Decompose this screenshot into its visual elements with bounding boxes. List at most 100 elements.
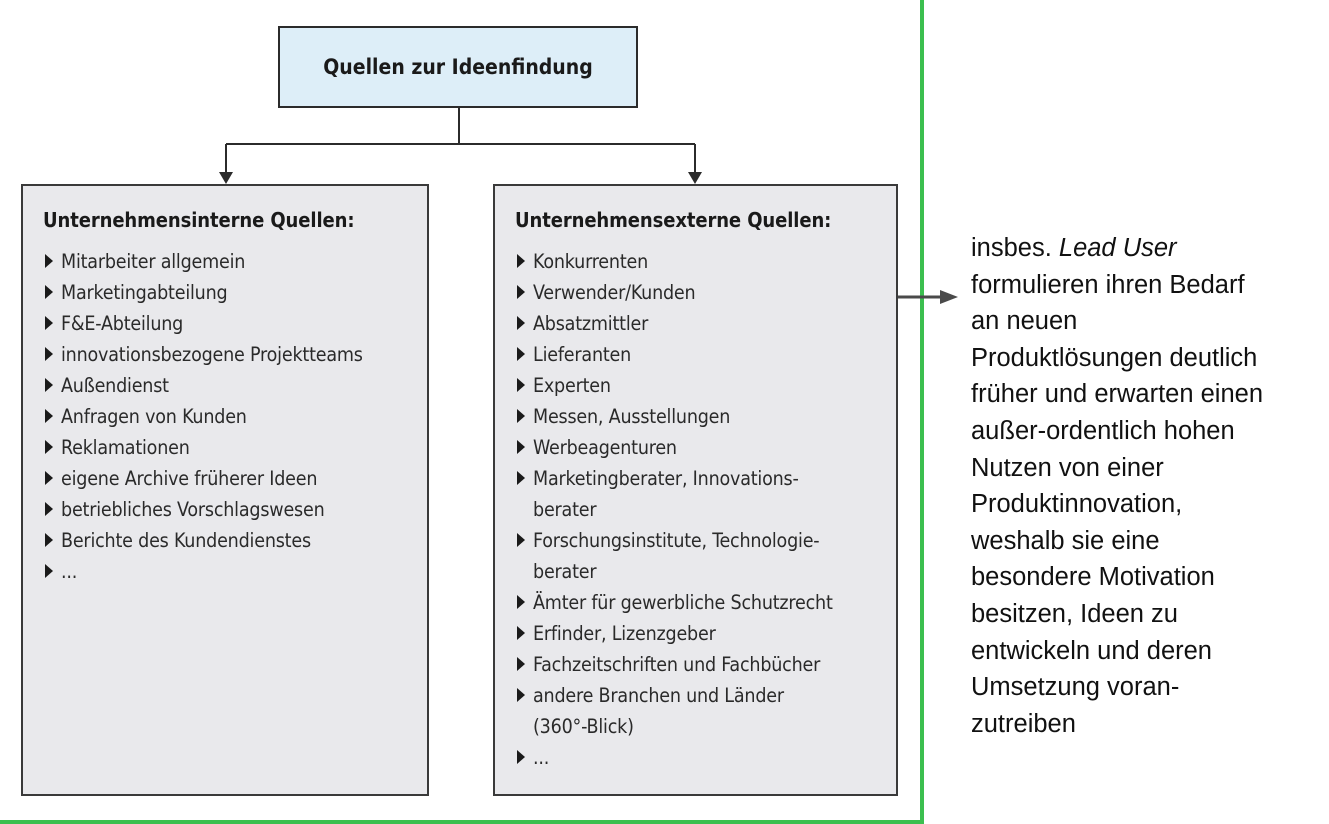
external-source-list-item: berater: [515, 556, 896, 587]
note-line: Produktlösungen deutlich: [971, 343, 1258, 372]
internal-source-list-item: F&E-Abteilung: [43, 308, 427, 339]
internal-source-item-text: F&E-Abteilung: [61, 312, 184, 335]
internal-source-list-item: innovationsbezogene Projektteams: [43, 339, 427, 370]
bullet-triangle-icon: [517, 595, 525, 609]
external-source-list-item: Konkurrenten: [515, 246, 896, 277]
note-line: entwickeln und deren: [971, 636, 1212, 665]
external-source-list-item: Lieferanten: [515, 339, 896, 370]
internal-source-item-text: Außendienst: [61, 374, 169, 397]
internal-source-list-item: ...: [43, 556, 427, 587]
bullet-triangle-icon: [517, 533, 525, 547]
external-source-list-item: Ämter für gewerbliche Schutzrecht: [515, 587, 896, 618]
internal-source-item-text: Marketingabteilung: [61, 281, 228, 304]
note-line: an neuen: [971, 307, 1078, 336]
internal-source-item-text: Berichte des Kundendienstes: [61, 529, 311, 552]
note-line: Umsetzung voran-: [971, 673, 1180, 702]
note-line: besondere Motivation: [971, 563, 1215, 592]
external-source-list-item: berater: [515, 494, 896, 525]
external-source-item-text: Werbeagenturen: [533, 436, 677, 459]
external-source-item-text: Erfinder, Lizenzgeber: [533, 622, 716, 645]
external-source-item-text: Konkurrenten: [533, 250, 649, 273]
note-first-line: insbes. Lead User: [971, 230, 1321, 267]
external-source-list-item: Fachzeitschriften und Fachbücher: [515, 649, 896, 680]
bullet-triangle-icon: [517, 347, 525, 361]
external-source-item-text: Ämter für gewerbliche Schutzrecht: [533, 591, 833, 614]
internal-source-list-item: Außendienst: [43, 370, 427, 401]
internal-source-item-text: eigene Archive früherer Ideen: [61, 467, 318, 490]
internal-source-item-text: ...: [61, 560, 78, 583]
bullet-triangle-icon: [517, 750, 525, 764]
external-source-item-text: Marketingberater, Innovations-: [533, 467, 799, 490]
bullet-triangle-icon: [45, 533, 53, 547]
bullet-triangle-icon: [517, 409, 525, 423]
external-source-list-item: Experten: [515, 370, 896, 401]
note-line: weshalb sie eine: [971, 526, 1160, 555]
bullet-triangle-icon: [45, 440, 53, 454]
external-source-list-item: Messen, Ausstellungen: [515, 401, 896, 432]
external-source-item-text: berater: [533, 560, 597, 583]
external-source-list-item: andere Branchen und Länder: [515, 680, 896, 711]
bullet-triangle-icon: [517, 378, 525, 392]
bullet-triangle-icon: [45, 285, 53, 299]
external-source-list-item: Marketingberater, Innovations-: [515, 463, 896, 494]
external-source-item-text: ...: [533, 746, 550, 769]
external-source-list-item: Werbeagenturen: [515, 432, 896, 463]
external-source-item-text: berater: [533, 498, 597, 521]
diagram-title: Quellen zur Ideenfindung: [323, 55, 593, 79]
external-source-item-text: Absatzmittler: [533, 312, 649, 335]
bullet-triangle-icon: [45, 409, 53, 423]
external-sources-box: Unternehmensexterne Quellen: Konkurrente…: [493, 184, 898, 796]
internal-source-list-item: Marketingabteilung: [43, 277, 427, 308]
internal-source-list-item: Reklamationen: [43, 432, 427, 463]
external-source-item-text: Messen, Ausstellungen: [533, 405, 731, 428]
bullet-triangle-icon: [45, 378, 53, 392]
internal-source-list-item: betriebliches Vorschlagswesen: [43, 494, 427, 525]
external-source-list-item: ...: [515, 742, 896, 773]
bullet-triangle-icon: [45, 502, 53, 516]
external-source-item-text: andere Branchen und Länder: [533, 684, 784, 707]
bullet-triangle-icon: [517, 440, 525, 454]
note-emphasis: Lead User: [1058, 234, 1177, 262]
bullet-triangle-icon: [45, 254, 53, 268]
external-source-item-text: Forschungsinstitute, Technologie-: [533, 529, 820, 552]
note-line: Nutzen von einer: [971, 453, 1164, 482]
bullet-triangle-icon: [517, 626, 525, 640]
note-line: besitzen, Ideen zu: [971, 599, 1178, 628]
bullet-triangle-icon: [517, 285, 525, 299]
external-source-list-item: Forschungsinstitute, Technologie-: [515, 525, 896, 556]
note-line: zutreiben: [971, 709, 1076, 738]
internal-source-list-item: Berichte des Kundendienstes: [43, 525, 427, 556]
internal-source-item-text: Anfragen von Kunden: [61, 405, 247, 428]
internal-source-item-text: Mitarbeiter allgemein: [61, 250, 246, 273]
bullet-triangle-icon: [517, 657, 525, 671]
external-source-item-text: (360°-Blick): [533, 715, 634, 738]
external-source-item-text: Verwender/Kunden: [533, 281, 696, 304]
bullet-triangle-icon: [45, 316, 53, 330]
title-box: Quellen zur Ideenfindung: [278, 26, 638, 108]
internal-sources-heading: Unternehmensinterne Quellen:: [43, 208, 355, 232]
external-source-item-text: Lieferanten: [533, 343, 632, 366]
external-sources-heading: Unternehmensexterne Quellen:: [515, 208, 832, 232]
internal-source-list-item: Anfragen von Kunden: [43, 401, 427, 432]
lead-user-arrowhead: [940, 290, 958, 304]
external-source-list-item: Absatzmittler: [515, 308, 896, 339]
bullet-triangle-icon: [517, 254, 525, 268]
external-source-item-text: Fachzeitschriften und Fachbücher: [533, 653, 821, 676]
internal-source-item-text: betriebliches Vorschlagswesen: [61, 498, 325, 521]
note-prefix: insbes.: [971, 234, 1059, 262]
note-line: Produktinnovation,: [971, 490, 1183, 519]
lead-user-note: insbes. Lead User formulieren ihren Beda…: [971, 230, 1321, 742]
internal-source-list-item: Mitarbeiter allgemein: [43, 246, 427, 277]
external-source-list-item: Erfinder, Lizenzgeber: [515, 618, 896, 649]
internal-sources-box: Unternehmensinterne Quellen: Mitarbeiter…: [21, 184, 429, 796]
note-line: formulieren ihren Bedarf: [971, 270, 1245, 299]
external-source-list-item: Verwender/Kunden: [515, 277, 896, 308]
bullet-triangle-icon: [45, 564, 53, 578]
external-source-item-text: Experten: [533, 374, 611, 397]
internal-source-list-item: eigene Archive früherer Ideen: [43, 463, 427, 494]
bullet-triangle-icon: [45, 347, 53, 361]
internal-source-item-text: innovationsbezogene Projektteams: [61, 343, 363, 366]
note-line: früher und erwarten einen: [971, 380, 1264, 409]
bullet-triangle-icon: [517, 471, 525, 485]
